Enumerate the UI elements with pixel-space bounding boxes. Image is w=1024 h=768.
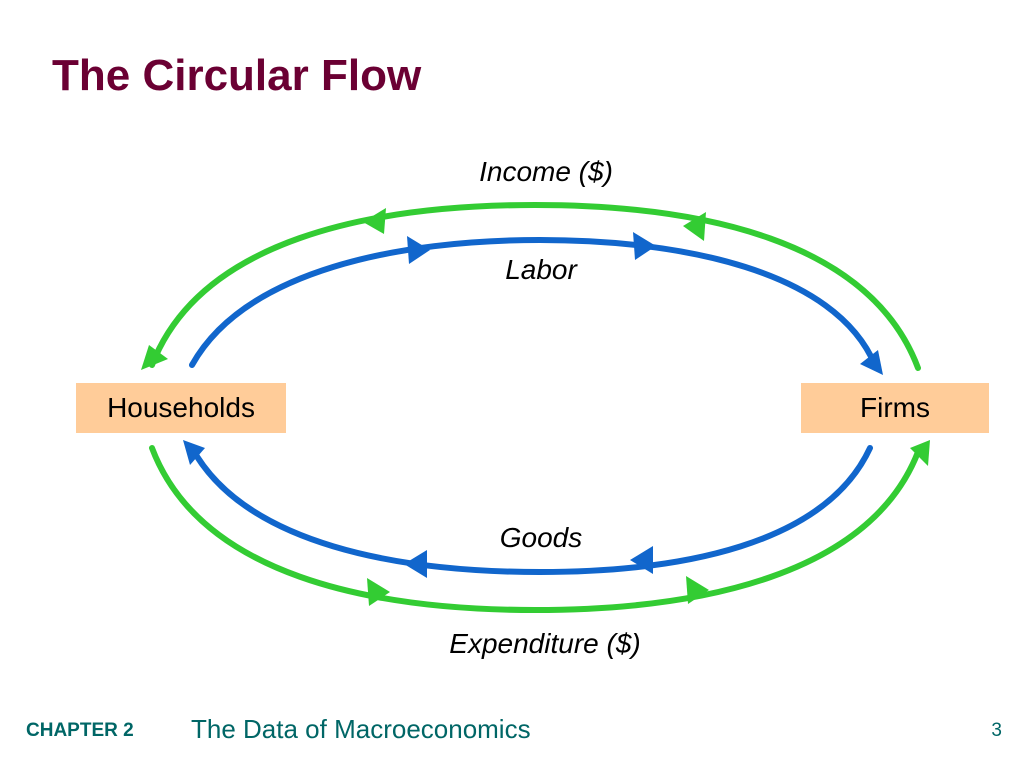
expenditure-label: Expenditure ($): [449, 628, 641, 659]
expenditure-flow-arrow: [149, 445, 921, 614]
footer-subject: The Data of Macroeconomics: [191, 714, 531, 744]
firms-box: Firms: [801, 383, 989, 433]
labor-arrowhead-mid-left: [407, 236, 430, 264]
footer-chapter: CHAPTER 2: [26, 720, 134, 741]
goods-arrowhead-mid-left: [404, 550, 427, 578]
households-box: Households: [76, 383, 286, 433]
expenditure-arrowhead-mid-right: [686, 576, 709, 604]
income-label: Income ($): [479, 156, 613, 187]
labor-arrowhead-end: [860, 350, 883, 375]
income-arrowhead-end: [141, 345, 168, 370]
expenditure-arrowhead-mid-left: [367, 578, 390, 606]
income-flow-arrow: [149, 201, 921, 371]
goods-arrowhead-end: [183, 440, 205, 465]
labor-label: Labor: [505, 254, 577, 285]
slide-title: The Circular Flow: [52, 51, 422, 100]
goods-flow-arrow: [189, 445, 873, 576]
goods-arrowhead-mid-right: [630, 546, 653, 574]
labor-arrowhead-mid-right: [633, 232, 656, 260]
income-arrowhead-mid-right: [683, 212, 706, 241]
income-arrowhead-mid-left: [363, 208, 386, 234]
labor-flow-arrow: [189, 236, 878, 368]
expenditure-arrowhead-end: [910, 440, 930, 466]
page-number: 3: [991, 720, 1002, 741]
goods-label: Goods: [499, 522, 583, 553]
